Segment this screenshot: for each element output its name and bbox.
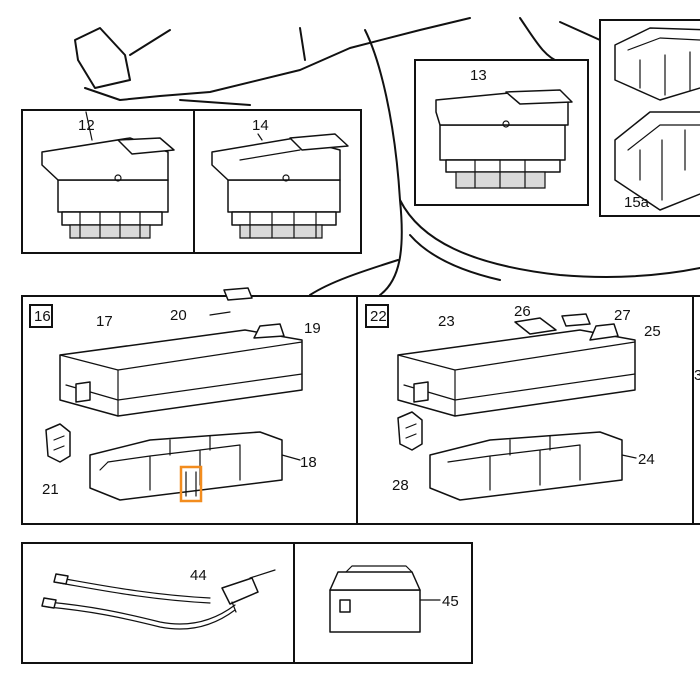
highlighted-connector <box>179 465 203 503</box>
label-3x: 3 <box>694 367 700 384</box>
label-12: 12 <box>78 117 95 134</box>
label-28: 28 <box>392 477 409 494</box>
part-box-22 <box>356 295 700 525</box>
label-18: 18 <box>300 454 317 471</box>
label-26: 26 <box>514 303 531 320</box>
part-box-16 <box>21 287 358 525</box>
label-21: 21 <box>42 481 59 498</box>
label-27: 27 <box>614 307 631 324</box>
label-19: 19 <box>304 320 321 337</box>
part-box-12 <box>21 109 195 254</box>
label-15a: 15a <box>624 194 650 211</box>
label-25: 25 <box>644 323 661 340</box>
part-box-14 <box>193 109 362 254</box>
label-45: 45 <box>442 593 459 610</box>
label-16: 16 <box>34 308 51 325</box>
label-17: 17 <box>96 313 113 330</box>
label-20: 20 <box>170 307 187 324</box>
label-24: 24 <box>638 451 655 468</box>
label-13: 13 <box>470 67 487 84</box>
part-box-45 <box>293 542 473 664</box>
part-box-13 <box>414 59 589 206</box>
label-23: 23 <box>438 313 455 330</box>
label-44: 44 <box>190 567 207 584</box>
part-box-44 <box>21 542 295 664</box>
label-22: 22 <box>370 308 387 325</box>
dashboard-outline <box>74 17 700 296</box>
label-14: 14 <box>252 117 269 134</box>
part-box-15a <box>599 19 700 217</box>
